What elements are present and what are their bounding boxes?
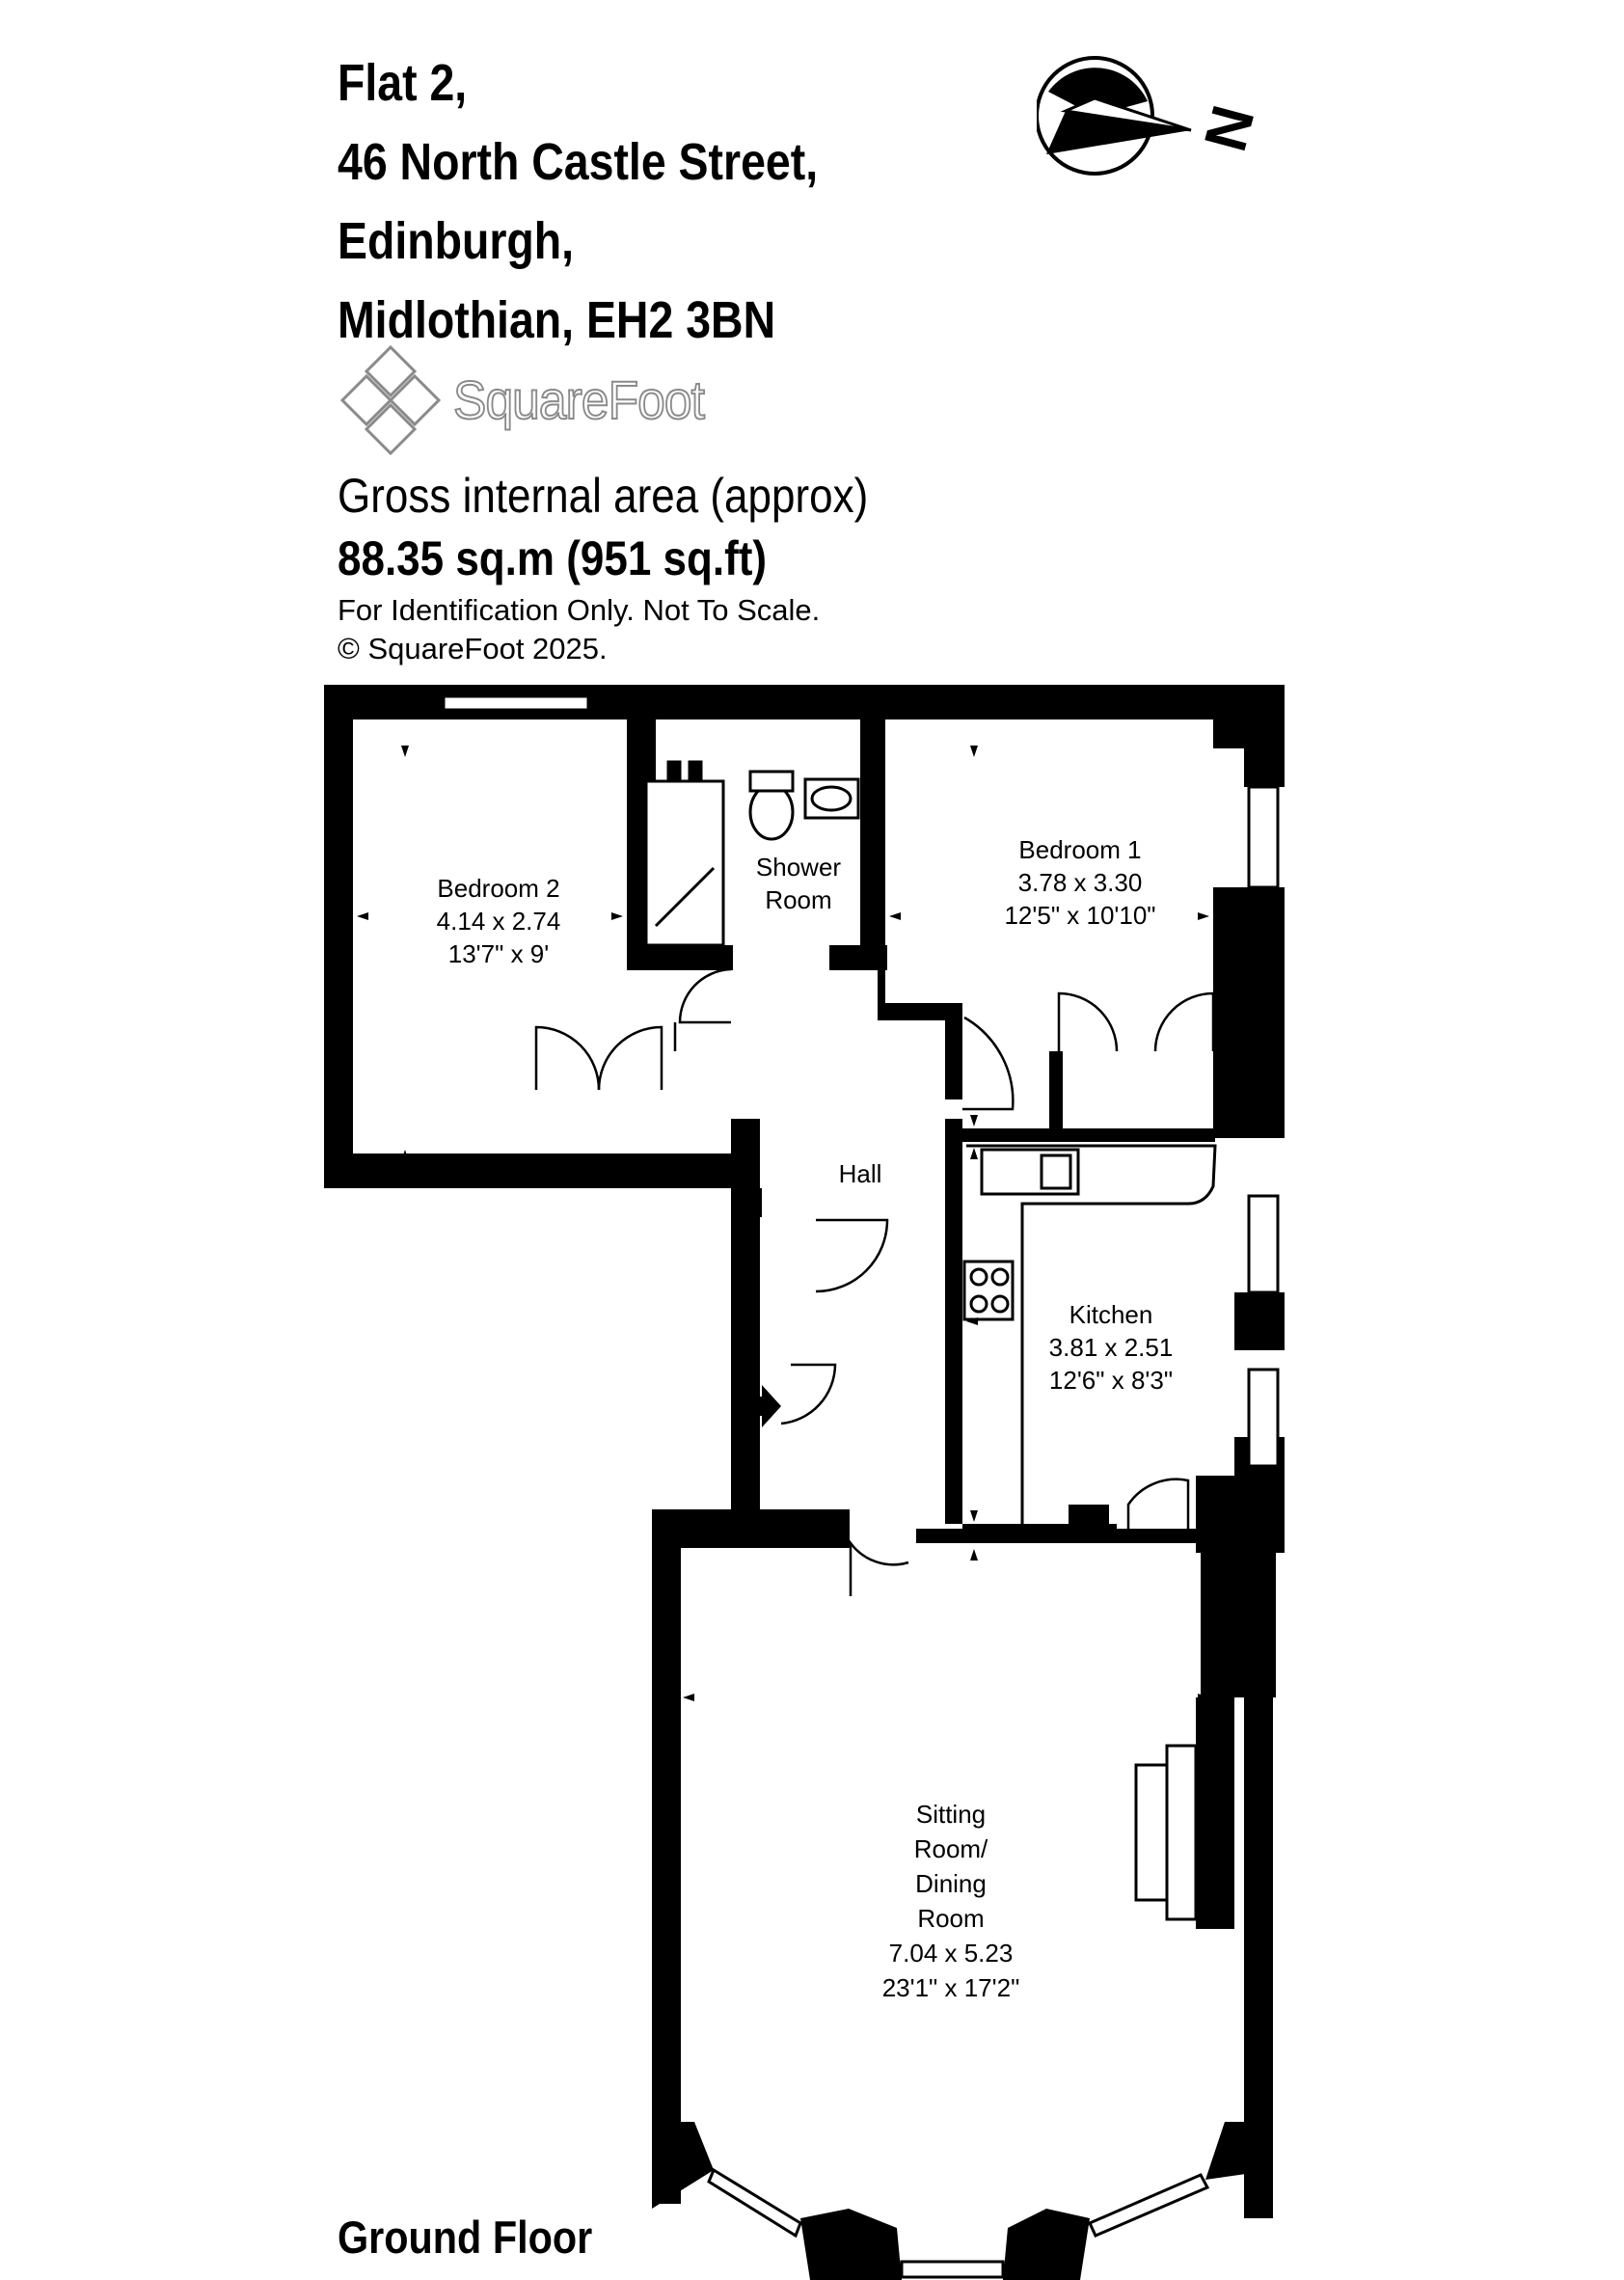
hall-name: Hall [839,1159,882,1188]
bedroom-2-name: Bedroom 2 [437,874,559,903]
bedroom-2-metric: 4.14 x 2.74 [437,907,561,936]
kitchen-imperial: 12'6" x 8'3" [1049,1366,1173,1395]
address-line-1: Flat 2, [338,54,468,112]
sitting-name-line1: Sitting [916,1800,986,1829]
kitchen-name: Kitchen [1069,1300,1153,1329]
room-bedroom-2: Bedroom 2 4.14 x 2.74 13'7" x 9' [437,874,561,968]
compass-north-icon: N [1037,56,1267,176]
room-hall: Hall [839,1159,882,1188]
dimension-markers [357,746,1209,1701]
floor-name: Ground Floor [338,2212,593,2263]
squarefoot-logo-icon [339,344,442,456]
room-kitchen: Kitchen 3.81 x 2.51 12'6" x 8'3" [1049,1300,1174,1395]
address-line-2: 46 North Castle Street, [338,133,819,191]
sitting-metric: 7.04 x 5.23 [889,1939,1014,1968]
bedroom-1-imperial: 12'5" x 10'10" [1004,901,1155,930]
room-shower: Shower Room [756,853,841,914]
brand-logo-text: SquareFoot [452,368,706,431]
windows [442,694,1280,2279]
property-address: Flat 2, 46 North Castle Street, Edinburg… [338,43,818,360]
room-sitting-dining: Sitting Room/ Dining Room 7.04 x 5.23 23… [882,1800,1020,2002]
area-label: Gross internal area (approx) [338,469,869,523]
kitchen-metric: 3.81 x 2.51 [1049,1333,1174,1362]
scale-note: For Identification Only. Not To Scale. [338,593,821,627]
sitting-name-line4: Room [917,1904,984,1933]
sitting-imperial: 23'1" x 17'2" [882,1973,1020,2002]
shower-name-line2: Room [765,885,831,914]
sitting-name-line3: Dining [915,1869,987,1898]
area-value: 88.35 sq.m (951 sq.ft) [338,531,768,585]
shower-name-line1: Shower [756,853,841,882]
bedroom-2-imperial: 13'7" x 9' [448,939,549,968]
walls [324,685,1285,2280]
copyright-note: © SquareFoot 2025. [338,632,608,665]
kitchen-fixtures [962,1144,1217,1529]
bedroom-1-metric: 3.78 x 3.30 [1018,868,1143,897]
shower-fixtures [644,760,860,947]
address-line-4: Midlothian, EH2 3BN [338,291,776,349]
address-line-3: Edinburgh, [338,212,575,270]
bedroom-1-name: Bedroom 1 [1018,835,1141,864]
room-bedroom-1: Bedroom 1 3.78 x 3.30 12'5" x 10'10" [1004,835,1155,930]
fireplace [1134,1744,1198,1921]
entrance-arrow-icon [741,1385,781,1427]
sitting-name-line2: Room/ [914,1834,988,1863]
doors [534,967,1215,1596]
